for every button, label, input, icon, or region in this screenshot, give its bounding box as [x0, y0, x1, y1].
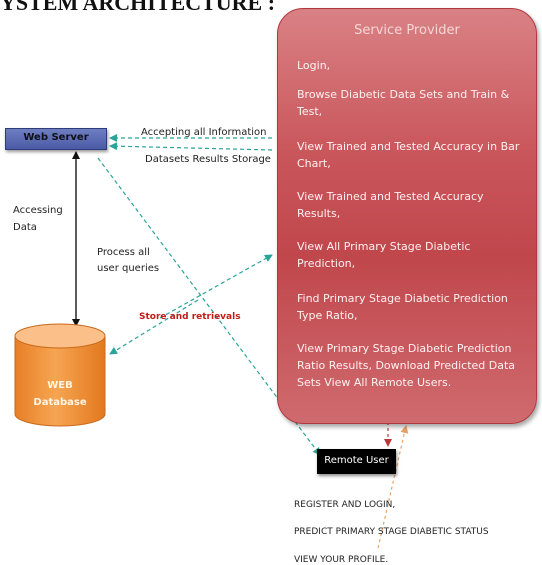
web-server-node: Web Server: [5, 128, 107, 150]
service-provider-title: Service Provider: [354, 23, 460, 38]
sp-item-ratio-results: View Primary Stage Diabetic Prediction R…: [297, 342, 516, 389]
sp-item-bar-chart: View Trained and Tested Accuracy in Bar …: [297, 140, 520, 170]
page-title: YSTEM ARCHITECTURE :: [0, 0, 276, 15]
database-node: [14, 323, 106, 427]
arrow-store-down: [109, 299, 199, 355]
arrow-ru-to-sp: [377, 425, 409, 549]
label-store: Store and retrievals: [139, 312, 241, 322]
sp-item-view-prediction: View All Primary Stage Diabetic Predicti…: [297, 240, 471, 270]
remote-user-node: Remote User: [317, 449, 396, 474]
label-accepting: Accepting all Information: [141, 127, 267, 138]
web-server-label: Web Server: [23, 132, 89, 143]
sp-item-login: Login,: [297, 59, 331, 72]
service-provider-node: Service Provider Login, Browse Diabetic …: [277, 8, 537, 424]
sp-item-accuracy-results: View Trained and Tested Accuracy Results…: [297, 190, 484, 220]
sp-item-browse: Browse Diabetic Data Sets and Train & Te…: [297, 88, 510, 118]
ru-item-predict: PREDICT PRIMARY STAGE DIABETIC STATUS: [294, 527, 489, 537]
database-label: WEB Database: [33, 380, 87, 408]
label-datasets: Datasets Results Storage: [145, 154, 271, 165]
sp-item-ratio: Find Primary Stage Diabetic Prediction T…: [297, 292, 508, 322]
ru-item-register: REGISTER AND LOGIN,: [294, 500, 396, 510]
ru-item-profile: VIEW YOUR PROFILE.: [294, 555, 389, 565]
label-accessing: Accessing Data: [13, 205, 63, 233]
arrow-store-up: [159, 254, 273, 319]
label-process: Process all user queries: [97, 247, 160, 274]
arrow-datasets: [109, 142, 273, 151]
remote-user-label: Remote User: [324, 455, 389, 466]
